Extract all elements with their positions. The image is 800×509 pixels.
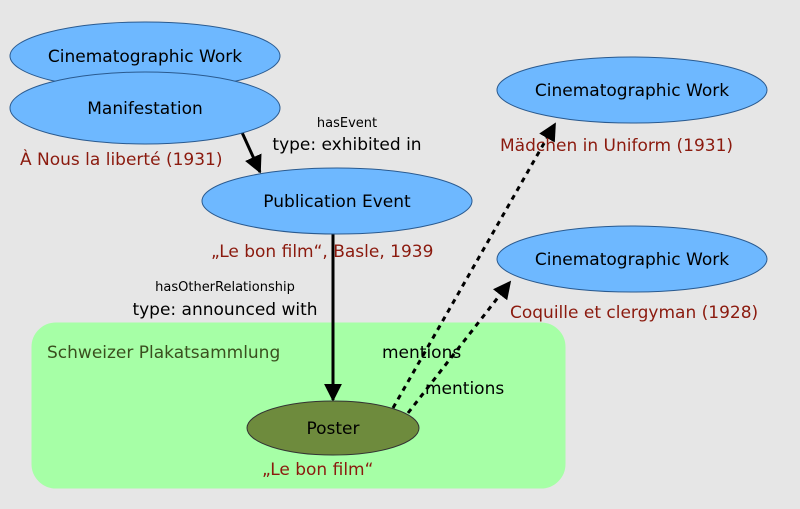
edge-label-mentions-1: mentions <box>382 343 461 363</box>
caption-manifestation: À Nous la liberté (1931) <box>20 148 222 170</box>
node-label: Cinematographic Work <box>535 81 729 101</box>
edge-mentions-1 <box>391 122 557 409</box>
node-cinematographic-work-1[interactable]: Cinematographic Work <box>9 21 281 91</box>
node-cinematographic-work-2[interactable]: Cinematographic Work <box>496 56 768 124</box>
edge-label-has-event: hasEvent <box>317 116 377 131</box>
node-label: Publication Event <box>263 192 411 212</box>
edge-label-mentions-2: mentions <box>425 379 504 399</box>
node-label: Poster <box>306 419 359 439</box>
node-shape <box>9 71 281 145</box>
node-manifestation[interactable]: Manifestation <box>9 71 281 145</box>
caption-publication-event: „Le bon film“, Basle, 1939 <box>211 242 433 262</box>
node-shape <box>496 56 768 124</box>
edge-mentions-2 <box>406 280 512 414</box>
node-publication-event[interactable]: Publication Event <box>201 167 473 235</box>
group-label: Schweizer Plakatsammlung <box>47 343 280 363</box>
node-label: Manifestation <box>87 99 203 119</box>
caption-poster: „Le bon film“ <box>262 460 373 480</box>
caption-cinematographic-work-3: Coquille et clergyman (1928) <box>510 303 758 323</box>
edge-label-announced-with: type: announced with <box>132 300 317 320</box>
node-poster[interactable]: Poster <box>246 400 420 456</box>
node-shape <box>201 167 473 235</box>
edge-label-exhibited-in: type: exhibited in <box>272 135 421 155</box>
node-shape <box>496 225 768 293</box>
caption-cinematographic-work-2: Mädchen in Uniform (1931) <box>500 136 733 156</box>
node-label: Cinematographic Work <box>535 250 729 270</box>
edge-has-event <box>238 127 262 174</box>
edge-label-has-other-relationship: hasOtherRelationship <box>155 280 295 295</box>
node-label: Cinematographic Work <box>48 47 242 67</box>
node-cinematographic-work-3[interactable]: Cinematographic Work <box>496 225 768 293</box>
node-shape <box>246 400 420 456</box>
